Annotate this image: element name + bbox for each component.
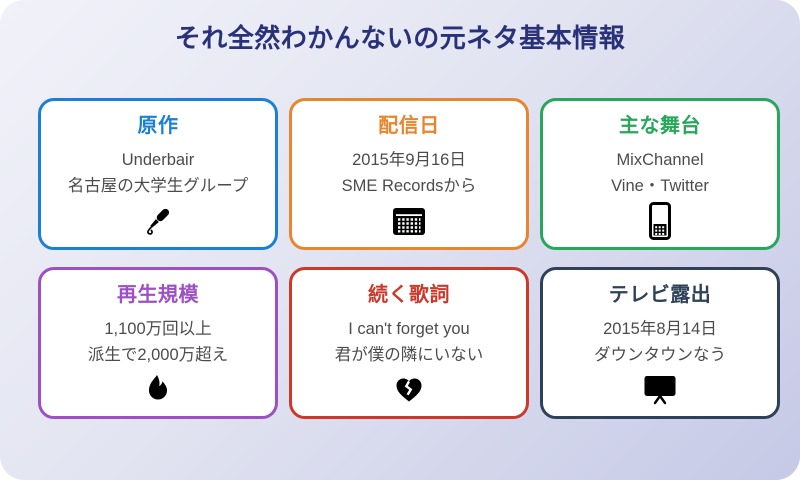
card-line: 派生で2,000万超え	[87, 346, 229, 364]
fire-icon	[143, 371, 173, 409]
card-title: 配信日	[378, 115, 440, 137]
info-card-2: 配信日 2015年9月16日 SME Recordsから	[289, 98, 529, 250]
card-line: Underbair	[121, 151, 195, 169]
card-grid: 原作 Underbair 名古屋の大学生グループ 配信日 2015年9月16日 …	[38, 98, 780, 419]
card-title: 原作	[137, 115, 179, 137]
card-title: 主な舞台	[619, 115, 701, 137]
card-title: 再生規模	[117, 284, 199, 306]
card-line: 名古屋の大学生グループ	[67, 177, 249, 195]
broken-heart-icon	[394, 371, 424, 409]
mobile-phone-icon	[648, 202, 672, 240]
card-title: テレビ露出	[608, 284, 712, 306]
card-line: MixChannel	[616, 151, 704, 169]
card-line: I can't forget you	[348, 320, 470, 338]
microphone-icon	[143, 202, 174, 240]
card-line: 君が僕の隣にいない	[334, 346, 484, 364]
card-line: 2015年9月16日	[352, 151, 466, 169]
tv-icon	[643, 371, 677, 409]
card-line: SME Recordsから	[341, 177, 477, 195]
card-line: 1,100万回以上	[104, 320, 212, 338]
info-card-4: 再生規模 1,100万回以上 派生で2,000万超え	[38, 267, 278, 419]
card-line: 2015年8月14日	[603, 320, 717, 338]
info-card-6: テレビ露出 2015年8月14日 ダウンタウンなう	[540, 267, 780, 419]
card-line: ダウンタウンなう	[594, 346, 726, 364]
info-card-5: 続く歌詞 I can't forget you 君が僕の隣にいない	[289, 267, 529, 419]
calendar-icon	[392, 202, 426, 240]
page-title: それ全然わかんないの元ネタ基本情報	[174, 23, 626, 53]
info-card-1: 原作 Underbair 名古屋の大学生グループ	[38, 98, 278, 250]
card-title: 続く歌詞	[368, 284, 450, 306]
info-card-3: 主な舞台 MixChannel Vine・Twitter	[540, 98, 780, 250]
card-line: Vine・Twitter	[611, 177, 709, 195]
